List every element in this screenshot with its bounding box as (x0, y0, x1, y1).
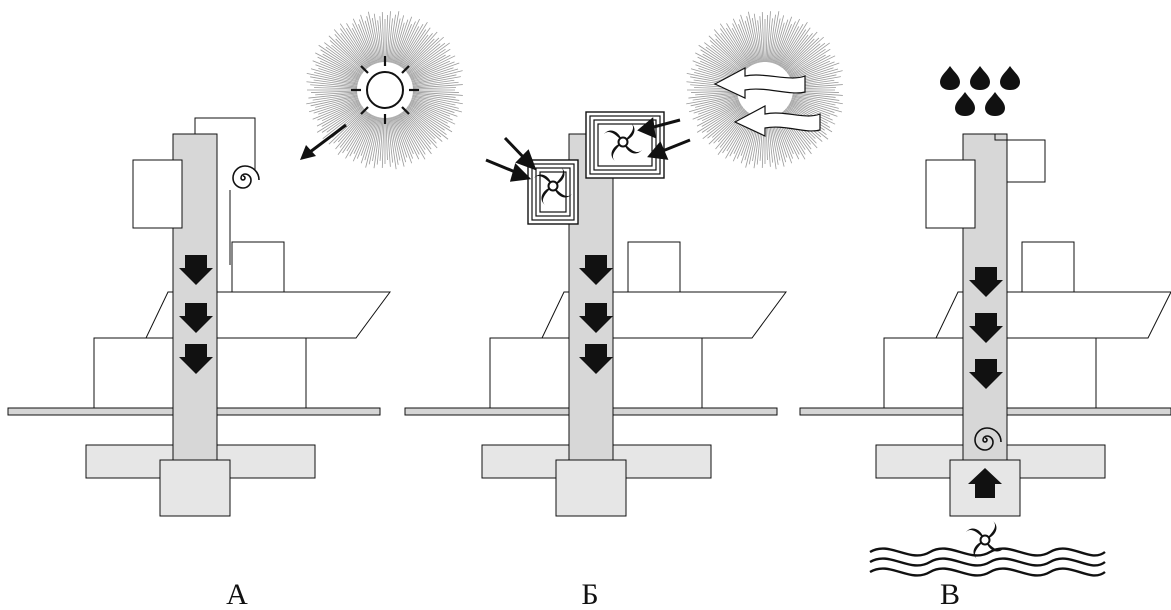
panel-label: Б (581, 578, 598, 610)
arrow-up-icon (968, 468, 1002, 498)
column (172, 133, 218, 461)
panel-label: В (940, 578, 960, 610)
sun-icon (305, 10, 464, 170)
panel-a: А (7, 10, 464, 610)
panel-c: В (799, 66, 1171, 610)
solar-collector-coil-icon (232, 165, 260, 189)
panel-label: А (226, 578, 248, 610)
sun-ray-arrow (300, 123, 347, 160)
wind-icon (685, 10, 844, 170)
wind-turbine-icon (527, 159, 579, 225)
water-waves (869, 547, 1106, 577)
panel-b: Б (404, 10, 844, 610)
